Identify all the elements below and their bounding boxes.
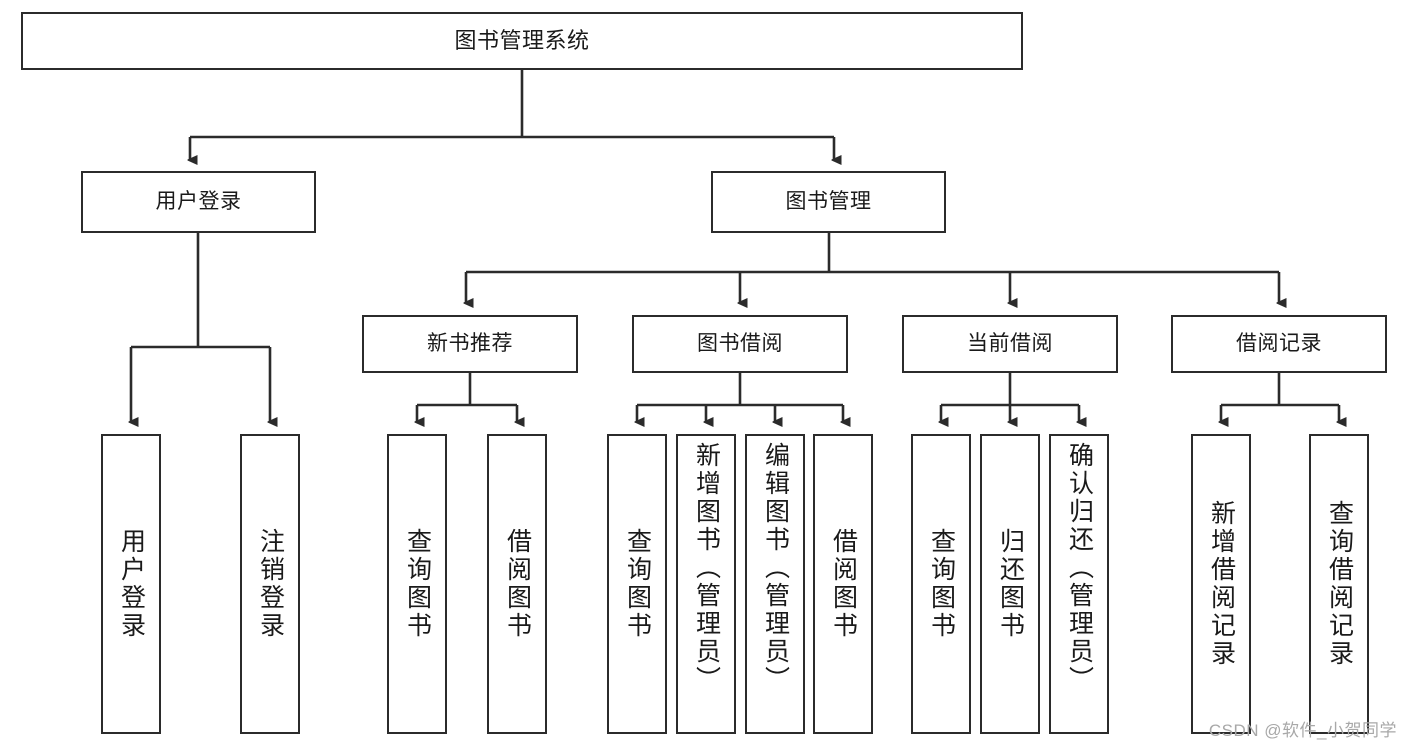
node-book-management[interactable]: 图书管理 xyxy=(711,171,946,233)
node-book-borrow[interactable]: 图书借阅 xyxy=(632,315,848,373)
node-label: 新书推荐 xyxy=(427,331,513,355)
node-current-borrow[interactable]: 当前借阅 xyxy=(902,315,1118,373)
node-label: 借阅图书 xyxy=(829,528,858,640)
leaf-user-login-logout[interactable]: 注销登录 xyxy=(240,434,300,734)
node-label: 图书管理系统 xyxy=(454,28,590,54)
node-label: 图书借阅 xyxy=(697,331,783,355)
node-label: 当前借阅 xyxy=(967,331,1053,355)
node-label: 查询图书 xyxy=(403,528,432,640)
node-label: 借阅记录 xyxy=(1236,331,1322,355)
node-root-book-management-system[interactable]: 图书管理系统 xyxy=(21,12,1023,70)
node-label: 查询借阅记录 xyxy=(1325,500,1354,668)
node-label: 确认归还（管理员） xyxy=(1065,442,1094,694)
node-label: 图书管理 xyxy=(785,189,872,213)
node-label: 注销登录 xyxy=(256,528,285,640)
node-label: 借阅图书 xyxy=(503,528,532,640)
leaf-user-login-login[interactable]: 用户登录 xyxy=(101,434,161,734)
leaf-book-borrow-add-book-admin[interactable]: 新增图书（管理员） xyxy=(676,434,736,734)
node-label: 用户登录 xyxy=(155,189,242,213)
node-label: 新增借阅记录 xyxy=(1207,500,1236,668)
leaf-book-borrow-edit-book-admin[interactable]: 编辑图书（管理员） xyxy=(745,434,805,734)
node-borrow-record[interactable]: 借阅记录 xyxy=(1171,315,1387,373)
leaf-new-book-borrow-book[interactable]: 借阅图书 xyxy=(487,434,547,734)
leaf-book-borrow-borrow-book[interactable]: 借阅图书 xyxy=(813,434,873,734)
leaf-current-borrow-query-book[interactable]: 查询图书 xyxy=(911,434,971,734)
node-label: 归还图书 xyxy=(996,528,1025,640)
node-label: 编辑图书（管理员） xyxy=(761,442,790,694)
leaf-borrow-record-query-record[interactable]: 查询借阅记录 xyxy=(1309,434,1369,734)
node-label: 查询图书 xyxy=(927,528,956,640)
node-user-login[interactable]: 用户登录 xyxy=(81,171,316,233)
leaf-book-borrow-query-book[interactable]: 查询图书 xyxy=(607,434,667,734)
node-new-book-recommend[interactable]: 新书推荐 xyxy=(362,315,578,373)
watermark-text: CSDN @软件_小贺同学 xyxy=(1208,721,1397,740)
node-label: 查询图书 xyxy=(623,528,652,640)
leaf-borrow-record-add-record[interactable]: 新增借阅记录 xyxy=(1191,434,1251,734)
node-label: 新增图书（管理员） xyxy=(692,442,721,694)
leaf-current-borrow-confirm-return-admin[interactable]: 确认归还（管理员） xyxy=(1049,434,1109,734)
leaf-current-borrow-return-book[interactable]: 归还图书 xyxy=(980,434,1040,734)
node-label: 用户登录 xyxy=(117,528,146,640)
leaf-new-book-query-book[interactable]: 查询图书 xyxy=(387,434,447,734)
